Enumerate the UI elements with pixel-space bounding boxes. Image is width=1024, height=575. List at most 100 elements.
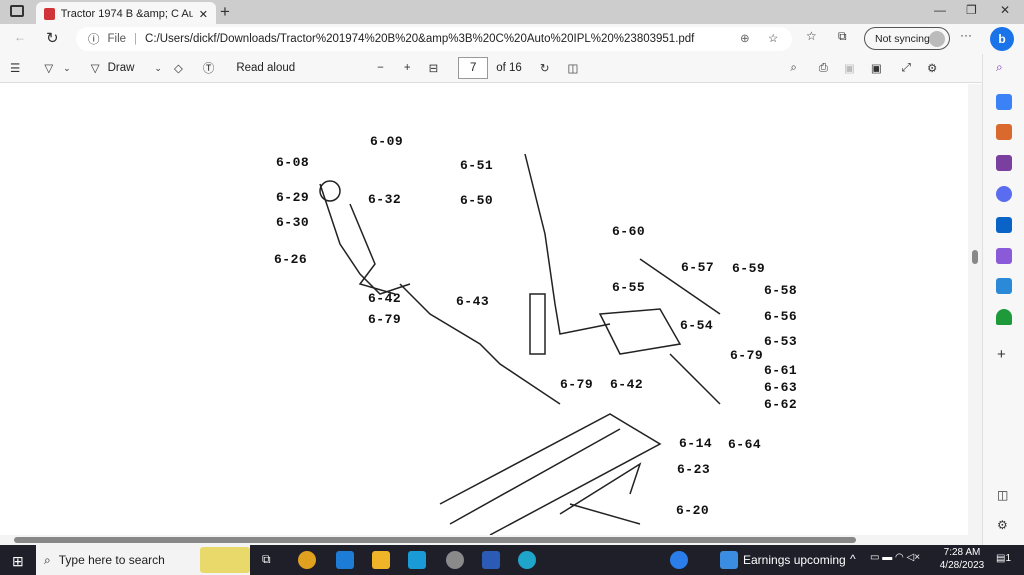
tab-actions-icon[interactable]: [10, 5, 24, 17]
scroll-thumb[interactable]: [972, 250, 978, 264]
windows-start-icon[interactable]: ⊞: [12, 553, 24, 569]
zoom-in-icon[interactable]: +: [403, 62, 411, 74]
scroll-thumb[interactable]: [14, 537, 856, 543]
chevron-up-icon[interactable]: ^: [850, 552, 856, 566]
fit-page-icon[interactable]: ⊟: [428, 63, 439, 75]
favorites-icon[interactable]: ☆: [806, 29, 817, 43]
more-icon[interactable]: ···: [960, 28, 972, 42]
save-icon[interactable]: ▣: [843, 63, 855, 75]
zoom-icon[interactable]: ⊕: [740, 33, 750, 45]
close-tab-icon[interactable]: ✕: [198, 8, 208, 21]
mydp-icon[interactable]: [408, 551, 426, 569]
zoom-out-icon[interactable]: −: [377, 62, 384, 74]
close-window-button[interactable]: ✕: [1000, 3, 1011, 17]
chevron-down-icon[interactable]: ⌄: [63, 62, 71, 73]
search-icon[interactable]: ⌕: [790, 61, 797, 74]
part-label: 6-62: [764, 397, 798, 412]
print-icon[interactable]: ⎙: [818, 61, 828, 74]
url-field[interactable]: ⓘ File | C:/Users/dickf/Downloads/Tracto…: [76, 27, 792, 51]
part-label: 6-59: [732, 261, 766, 276]
edge-icon[interactable]: [518, 551, 536, 569]
part-label: 6-08: [276, 155, 310, 170]
pdf-toolbar: ☰ ▽ ⌄ ▽ Draw ⌄ ◇ Ⓣ Read aloud − + ⊟ 7 of…: [0, 54, 982, 83]
outlook-icon[interactable]: [996, 217, 1012, 233]
pdf-icon: [44, 8, 55, 20]
profile-button[interactable]: Not syncing: [864, 27, 950, 50]
part-label: 6-30: [276, 215, 310, 230]
fullscreen-icon[interactable]: ⤢: [901, 61, 911, 74]
search-icon: ⌕: [44, 552, 51, 567]
mail-icon[interactable]: [336, 551, 354, 569]
tree-icon[interactable]: [996, 309, 1012, 325]
news-icon[interactable]: [720, 551, 738, 569]
part-label: 6-32: [368, 192, 402, 207]
part-label: 6-58: [764, 283, 798, 298]
url-prefix: File: [107, 33, 127, 45]
text-icon[interactable]: Ⓣ: [202, 63, 215, 75]
collections-icon[interactable]: ⧉: [838, 29, 847, 43]
settings-icon[interactable]: ⚙: [926, 63, 938, 75]
page-view-icon[interactable]: ◫: [567, 63, 579, 75]
read-aloud-button[interactable]: Read aloud: [236, 62, 296, 74]
part-label: 6-43: [456, 294, 490, 309]
back-icon[interactable]: ←: [14, 30, 26, 44]
new-tab-button[interactable]: +: [220, 2, 230, 21]
part-label: 6-09: [370, 134, 404, 149]
clock-time[interactable]: 7:28 AM: [943, 547, 981, 558]
highlight-icon[interactable]: ▽: [44, 63, 54, 75]
tray-icons[interactable]: ▭ ▬ ◠ ◁×: [870, 552, 921, 563]
add-icon[interactable]: +: [997, 346, 1006, 363]
designer-icon[interactable]: [996, 248, 1012, 264]
news-widget[interactable]: Earnings upcoming: [743, 553, 846, 567]
horizontal-scrollbar[interactable]: [0, 535, 982, 545]
task-view-icon[interactable]: ⧉: [262, 552, 271, 566]
add-favorite-icon[interactable]: ☆: [768, 33, 779, 45]
taskbar-search[interactable]: ⌕ Type here to search: [36, 545, 250, 575]
draw-button[interactable]: Draw: [107, 62, 135, 74]
part-label: 6-26: [274, 252, 308, 267]
save-as-icon[interactable]: ▣: [870, 63, 882, 75]
vertical-scrollbar[interactable]: [968, 84, 982, 535]
part-label: 6-79: [368, 312, 402, 327]
refresh-icon[interactable]: ↻: [46, 30, 59, 47]
part-label: 6-54: [680, 318, 714, 333]
shopping-icon[interactable]: [996, 94, 1012, 110]
url-text: C:/Users/dickf/Downloads/Tractor%201974%…: [145, 33, 695, 45]
contents-icon[interactable]: ☰: [10, 63, 21, 75]
send-icon[interactable]: [996, 278, 1012, 294]
rotate-icon[interactable]: ↻: [539, 63, 550, 75]
tab-active[interactable]: Tractor 1974 B &amp; C Auto IPL ✕: [36, 2, 216, 26]
draw-icon[interactable]: ▽: [90, 63, 100, 75]
app-icon[interactable]: [446, 551, 464, 569]
tools-icon[interactable]: [996, 124, 1012, 140]
games-icon[interactable]: [996, 155, 1012, 171]
part-label: 6-23: [677, 462, 711, 477]
part-label: 6-42: [610, 377, 644, 392]
divider: |: [134, 33, 138, 45]
part-label: 6-51: [460, 158, 494, 173]
chevron-down-icon[interactable]: ⌄: [154, 62, 162, 73]
file-explorer-icon[interactable]: [372, 551, 390, 569]
search-placeholder: Type here to search: [58, 553, 165, 567]
chrome-icon[interactable]: [298, 551, 316, 569]
part-label: 6-14: [679, 436, 713, 451]
part-label: 6-53: [764, 334, 798, 349]
word-icon[interactable]: [482, 551, 500, 569]
clock-date[interactable]: 4/28/2023: [939, 560, 985, 571]
page-number-input[interactable]: 7: [458, 57, 489, 79]
sync-label: Not syncing: [875, 32, 930, 45]
search-icon[interactable]: ⌕: [996, 60, 1003, 74]
settings-icon[interactable]: ⚙: [997, 518, 1008, 532]
help-icon[interactable]: [670, 551, 688, 569]
part-label: 6-57: [681, 260, 715, 275]
sidebar-toggle-icon[interactable]: ◫: [997, 488, 1009, 502]
notifications-icon[interactable]: ▤1: [996, 553, 1012, 564]
eraser-icon[interactable]: ◇: [173, 63, 183, 75]
bing-icon[interactable]: b: [990, 27, 1014, 51]
minimize-button[interactable]: —: [934, 3, 946, 17]
restore-button[interactable]: ❐: [966, 3, 977, 17]
part-label: 6-55: [612, 280, 646, 295]
microsoft365-icon[interactable]: [996, 186, 1012, 202]
part-label: 6-50: [460, 193, 494, 208]
part-label: 6-63: [764, 380, 798, 395]
